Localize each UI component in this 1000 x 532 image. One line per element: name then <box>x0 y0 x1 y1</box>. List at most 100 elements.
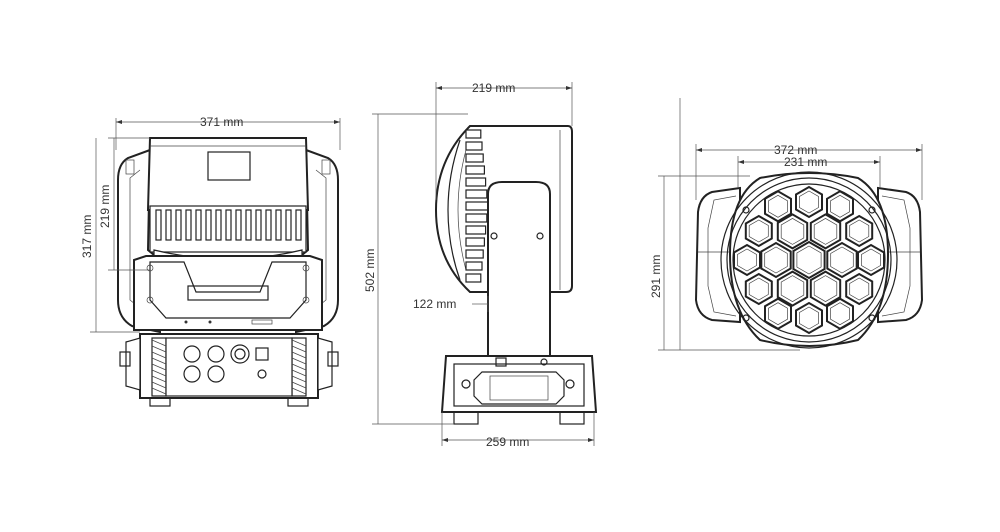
lens-cell <box>826 241 858 279</box>
front-head-body <box>146 137 310 211</box>
side-base <box>440 355 598 425</box>
fin <box>255 209 262 241</box>
lens-dimensions <box>658 98 923 351</box>
lens-cell-inner <box>737 248 757 272</box>
fin <box>195 209 202 241</box>
lens-cell-inner <box>748 277 769 301</box>
side-fin <box>465 273 482 283</box>
side-fin <box>465 153 484 163</box>
lens-cell <box>795 185 823 219</box>
lens-cell <box>857 243 885 277</box>
side-fin <box>465 129 482 139</box>
side-fin <box>465 261 483 271</box>
front-view: 371 mm 219 mm 317 mm <box>80 115 341 407</box>
lens-cell-inner <box>768 302 788 326</box>
hatch-line <box>151 345 167 353</box>
hatch-line <box>291 339 307 347</box>
lens-cell-inner <box>861 248 881 272</box>
lens-cell-inner <box>799 306 819 330</box>
lens-cell <box>760 241 792 279</box>
fin <box>155 209 162 241</box>
lens-cell <box>764 190 792 223</box>
front-display-window <box>207 151 251 181</box>
lens-cell <box>845 214 874 248</box>
side-fin <box>465 165 485 175</box>
side-fin <box>465 213 488 223</box>
fin <box>295 209 302 241</box>
lens-cell-inner <box>813 217 838 245</box>
side-height-label: 502 mm <box>363 249 377 292</box>
lens-left-bracket <box>694 186 741 324</box>
hatch-line <box>151 381 167 389</box>
lens-outer-label: 372 mm <box>774 143 817 157</box>
hatch-line <box>291 345 307 353</box>
fin <box>275 209 282 241</box>
fin <box>245 209 252 241</box>
hatch-line <box>151 363 167 371</box>
lens-cell-inner <box>748 219 769 243</box>
hatch-line <box>151 351 167 359</box>
fin <box>235 209 242 241</box>
lens-cell <box>792 240 826 280</box>
lens-cell <box>845 272 874 306</box>
side-fin <box>465 177 487 187</box>
lens-height-label: 291 mm <box>649 255 663 298</box>
side-view: 219 mm 502 mm 122 mm 259 mm <box>363 81 598 449</box>
fin <box>165 209 172 241</box>
side-dimensions <box>372 82 595 446</box>
front-base <box>119 333 339 407</box>
front-cooling-fins <box>149 205 307 253</box>
hatch-line <box>291 381 307 389</box>
lens-cell-inner <box>849 277 870 301</box>
lens-cell-inner <box>796 245 822 275</box>
hatch-line <box>151 375 167 383</box>
hatch-line <box>151 357 167 365</box>
fin <box>175 209 182 241</box>
hatch-line <box>291 351 307 359</box>
fin <box>185 209 192 241</box>
hatch-line <box>291 375 307 383</box>
side-base-label: 259 mm <box>486 435 529 449</box>
lens-cell-inner <box>780 275 805 303</box>
side-fin <box>465 141 483 151</box>
lens-view: 372 mm 231 mm 291 mm <box>649 98 924 351</box>
hatch-line <box>151 339 167 347</box>
lens-cell <box>826 190 854 223</box>
fin <box>205 209 212 241</box>
lens-cell <box>733 243 761 277</box>
lens-cell-inner <box>799 190 819 214</box>
fin <box>265 209 272 241</box>
fin <box>285 209 292 241</box>
hatch-line <box>291 363 307 371</box>
lens-cell-inner <box>830 246 854 274</box>
fin <box>215 209 222 241</box>
side-arm-label: 122 mm <box>413 297 456 311</box>
lens-cell <box>764 297 792 330</box>
front-total-height-label: 317 mm <box>80 215 94 258</box>
lens-cell-inner <box>768 194 788 218</box>
hatch-line <box>151 369 167 377</box>
lens-cell-inner <box>780 217 805 245</box>
side-arm <box>487 181 551 357</box>
fin <box>225 209 232 241</box>
front-dimensions <box>90 118 341 333</box>
side-fin <box>465 249 484 259</box>
lens-honeycomb <box>733 185 885 335</box>
lens-cell-inner <box>830 302 850 326</box>
side-fin <box>465 189 488 199</box>
lens-cell <box>795 301 823 335</box>
hatch-line <box>291 369 307 377</box>
front-width-label: 371 mm <box>200 115 243 129</box>
hatch-line <box>291 387 307 395</box>
side-fin <box>465 237 485 247</box>
lens-cell-inner <box>830 194 850 218</box>
front-body-height-label: 219 mm <box>98 185 112 228</box>
side-cooling-fins <box>465 129 489 283</box>
side-depth-label: 219 mm <box>472 81 515 95</box>
hatch-line <box>291 357 307 365</box>
lens-outer-ring <box>720 171 898 349</box>
hatch-line <box>151 387 167 395</box>
lens-right-bracket <box>877 186 924 324</box>
lens-cell <box>744 272 773 306</box>
